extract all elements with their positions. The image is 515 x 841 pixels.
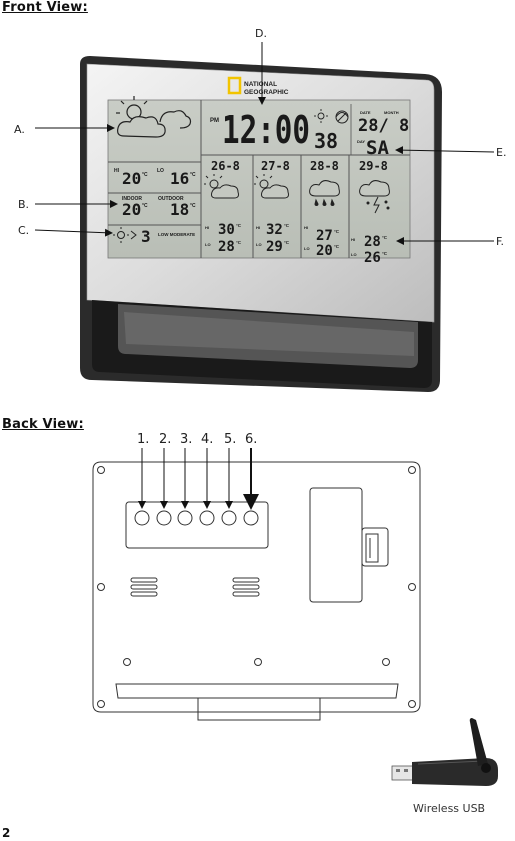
callout-arrows-back: [138, 448, 259, 510]
svg-text:28: 28: [364, 234, 381, 250]
svg-text:°C: °C: [284, 223, 290, 228]
svg-text:°C: °C: [334, 229, 340, 234]
port-number-4: 4.: [201, 432, 214, 447]
svg-text:DAY: DAY: [357, 139, 365, 144]
sun-cloud-icon: [204, 174, 239, 199]
date-display: 28/ 8: [358, 116, 409, 136]
forecast-day-2: 27-8 HI 32 °C LO 29 °C: [254, 159, 290, 255]
back-view-heading: Back View:: [2, 417, 84, 432]
svg-text:°C: °C: [190, 172, 196, 178]
svg-text:27-8: 27-8: [261, 159, 290, 173]
indoor-temp: 20: [122, 200, 141, 219]
svg-text:°C: °C: [236, 223, 242, 228]
national-geographic-logo: NATIONAL GEOGRAPHIC: [227, 76, 289, 96]
outdoor-temp: 18: [170, 200, 189, 219]
svg-text:27: 27: [316, 228, 333, 244]
port-1: [134, 510, 150, 526]
svg-text:HI: HI: [205, 225, 209, 230]
port-5: [221, 510, 237, 526]
svg-text:°C: °C: [284, 240, 290, 245]
svg-text:26: 26: [364, 250, 381, 266]
svg-text:29-8: 29-8: [359, 159, 388, 173]
svg-text:HI: HI: [304, 225, 308, 230]
port-number-5: 5.: [224, 432, 237, 447]
callout-arrows-front: [34, 42, 495, 245]
port-number-1: 1.: [137, 432, 150, 447]
port-number-2: 2.: [159, 432, 172, 447]
svg-text:°C: °C: [334, 244, 340, 249]
seconds-display: 38: [314, 129, 338, 153]
small-sun-icon: [314, 109, 328, 123]
svg-text:HI: HI: [351, 237, 355, 242]
sun-cloud-icon: [116, 96, 192, 138]
svg-text:°C: °C: [190, 203, 196, 209]
svg-text:°C: °C: [142, 172, 148, 178]
front-view-heading: Front View:: [2, 0, 88, 15]
callout-b: B.: [18, 198, 30, 211]
svg-text:32: 32: [266, 222, 283, 238]
svg-text:°C: °C: [382, 251, 388, 256]
svg-text:LO: LO: [304, 246, 310, 251]
port-6: [243, 510, 259, 526]
weather-station-front: [80, 56, 442, 392]
svg-text:OUTDOOR: OUTDOOR: [158, 196, 184, 202]
svg-text:NATIONAL: NATIONAL: [244, 81, 277, 88]
svg-text:INDOOR: INDOOR: [122, 196, 142, 202]
uv-value: 3: [141, 227, 151, 246]
port-2: [156, 510, 172, 526]
time-display: 12:00: [222, 108, 310, 152]
uv-sun-icon: [113, 227, 137, 243]
back-ports: [134, 510, 259, 526]
svg-text:MONTH: MONTH: [384, 110, 399, 115]
svg-text:29: 29: [266, 239, 283, 255]
forecast-day-1: 26-8 HI 30 °C LO 28 °C: [204, 159, 242, 255]
svg-text:PM: PM: [210, 118, 219, 124]
svg-text:LO: LO: [157, 168, 164, 174]
svg-text:GEOGRAPHIC: GEOGRAPHIC: [244, 89, 289, 96]
hi-temp: 20: [122, 169, 141, 188]
port-3: [177, 510, 193, 526]
svg-text:HI: HI: [256, 225, 260, 230]
svg-text:30: 30: [218, 222, 235, 238]
svg-text:HI: HI: [114, 168, 120, 174]
uv-level-label: LOW MODERATE: [158, 232, 195, 237]
svg-text:°C: °C: [382, 235, 388, 240]
lo-temp: 16: [170, 169, 189, 188]
svg-text:28-8: 28-8: [310, 159, 339, 173]
page-number: 2: [2, 826, 11, 840]
day-display: SA: [366, 137, 389, 159]
sun-cloud-icon: [254, 174, 289, 199]
port-number-3: 3.: [180, 432, 193, 447]
callout-f: F.: [496, 235, 505, 248]
callout-e: E.: [496, 146, 507, 159]
svg-text:LO: LO: [351, 252, 357, 257]
svg-text:LO: LO: [205, 242, 211, 247]
storm-icon: [359, 180, 390, 214]
svg-text:20: 20: [316, 243, 333, 259]
svg-text:26-8: 26-8: [211, 159, 240, 173]
forecast-day-4: 29-8 HI 28 °C LO 26 °C: [351, 159, 390, 266]
svg-text:LO: LO: [256, 242, 262, 247]
weather-station-back: [92, 461, 421, 721]
port-number-6: 6.: [245, 432, 258, 447]
svg-text:°C: °C: [236, 240, 242, 245]
svg-text:28: 28: [218, 239, 235, 255]
svg-text:DATE: DATE: [360, 110, 371, 115]
port-4: [199, 510, 215, 526]
wireless-usb-dongle: [391, 718, 498, 786]
rain-icon: [309, 180, 340, 206]
radio-signal-icon: [335, 110, 349, 124]
svg-text:°C: °C: [142, 203, 148, 209]
callout-c: C.: [18, 224, 30, 237]
forecast-day-3: 28-8 HI 27 °C LO 20 °C: [304, 159, 340, 259]
callout-a: A.: [14, 123, 25, 136]
usb-caption: Wireless USB: [413, 802, 486, 815]
callout-d: D.: [255, 27, 267, 40]
